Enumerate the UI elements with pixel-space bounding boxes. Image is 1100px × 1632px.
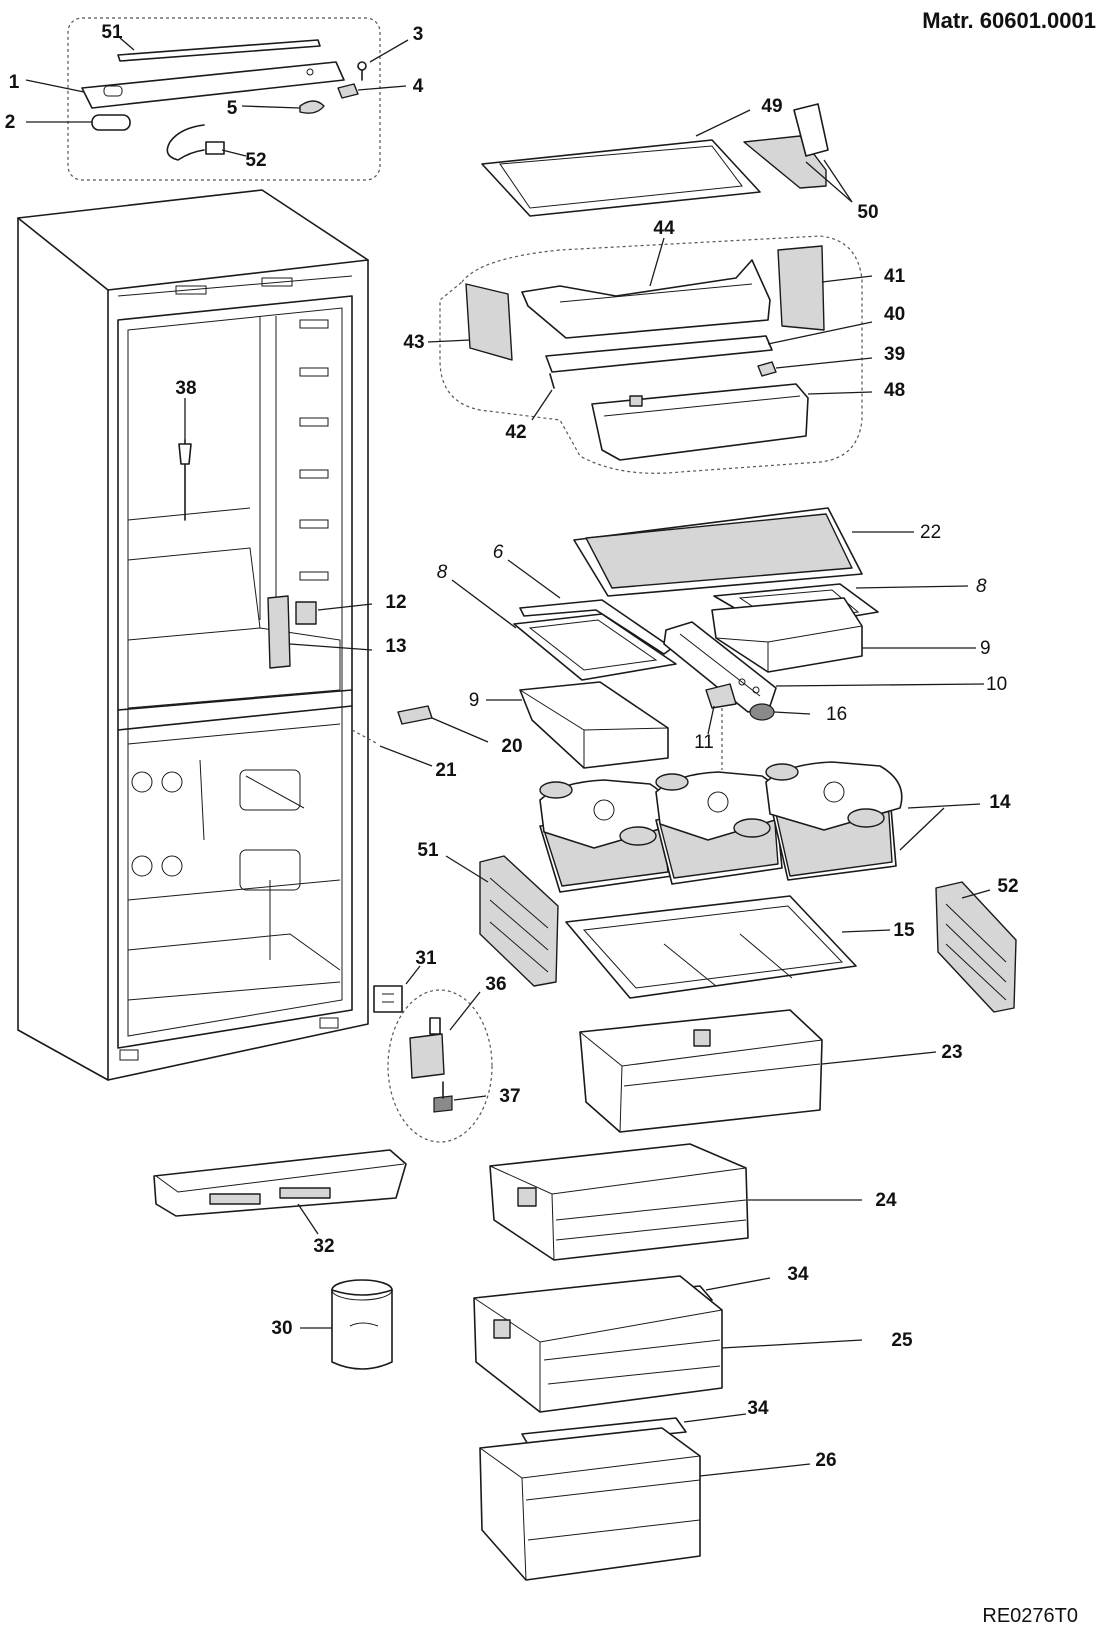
callout-1: 1 [9, 72, 20, 93]
basket-26: 34 26 [479, 1398, 837, 1581]
part-48-bin [591, 383, 809, 461]
part-42-pin [549, 373, 555, 389]
part-38-probe [178, 439, 192, 521]
part-31-plate [373, 985, 403, 1013]
basket-24: 24 [489, 1143, 897, 1261]
part-15-tray [565, 895, 857, 999]
callout-14: 14 [989, 792, 1011, 813]
part-14-container-3 [765, 761, 903, 881]
glass-shelf-group: 22 6 8 8 9 9 10 [437, 507, 1007, 770]
callout-8-right: 8 [976, 576, 987, 597]
callout-16: 16 [826, 704, 847, 725]
lamp-assembly-group: 51 1 2 3 4 5 52 [5, 17, 424, 181]
part-40-strip [545, 335, 773, 373]
callout-43: 43 [403, 332, 424, 353]
part-16-knob [749, 703, 775, 721]
small-parts-group: 31 36 37 [373, 948, 521, 1143]
part-36-bracket [409, 1033, 445, 1079]
callout-34-top: 34 [787, 1264, 809, 1285]
part-14-container-2 [655, 771, 784, 885]
part-11-housing [705, 683, 737, 709]
callout-30: 30 [271, 1318, 292, 1339]
drawing-number: Matr. 60601.0001 [922, 8, 1096, 33]
part-52-wire [166, 124, 205, 161]
callout-23: 23 [941, 1042, 962, 1063]
part-13-filter [267, 595, 291, 669]
callout-38: 38 [175, 378, 196, 399]
part-6-gasket [519, 599, 673, 655]
part-14-container-1 [539, 779, 673, 893]
part-8-frame-left [513, 613, 677, 681]
part-12-cover [295, 601, 317, 625]
part-9-tray-left [519, 681, 669, 769]
callout-11: 11 [694, 732, 714, 753]
callout-21: 21 [435, 760, 457, 781]
callout-9-left: 9 [469, 690, 480, 711]
callout-24: 24 [875, 1190, 897, 1211]
callout-26: 26 [815, 1450, 836, 1471]
part-32-handle: 32 [153, 1149, 407, 1257]
part-44-tray [521, 259, 771, 339]
callout-25: 25 [891, 1330, 913, 1351]
part-37-nut [433, 1095, 453, 1113]
callout-34-bottom: 34 [747, 1398, 769, 1419]
cabinet: 38 12 13 [17, 189, 407, 1081]
callout-51-rail: 51 [417, 840, 439, 861]
part-3-screw [357, 61, 367, 81]
callout-8-left: 8 [437, 562, 448, 583]
callout-39: 39 [884, 344, 905, 365]
callout-52: 52 [245, 150, 266, 171]
part-1-lamp-cover [81, 61, 345, 109]
drawer-23: 23 [579, 1009, 963, 1133]
drawing-code: RE0276T0 [982, 1605, 1078, 1627]
callout-20: 20 [501, 736, 522, 757]
basket-25: 34 25 [473, 1264, 913, 1413]
callout-6: 6 [493, 542, 504, 563]
part-52-rail [935, 881, 1017, 1013]
part-5-socket [299, 100, 325, 114]
callout-42: 42 [505, 422, 526, 443]
callout-3: 3 [413, 24, 424, 45]
hinge-parts: 20 21 [351, 705, 523, 781]
callout-12: 12 [385, 592, 406, 613]
part-49-shelf [481, 139, 761, 217]
door-shelf-group: 44 41 43 40 39 42 48 [403, 218, 906, 474]
part-41-bracket [777, 245, 825, 331]
containers-group: 14 [539, 761, 1011, 893]
callout-37: 37 [499, 1086, 520, 1107]
callout-10: 10 [986, 674, 1007, 695]
part-51-strip [117, 39, 321, 62]
callout-50: 50 [857, 202, 878, 223]
part-39-clip [757, 361, 777, 377]
callout-5: 5 [227, 98, 238, 119]
callout-2: 2 [5, 112, 16, 133]
callout-32: 32 [313, 1236, 334, 1257]
part-43-bracket [465, 283, 513, 361]
part-51-rail [479, 855, 559, 987]
callout-4: 4 [413, 76, 424, 97]
part-20-hinge [397, 705, 433, 725]
callout-13: 13 [385, 636, 406, 657]
callout-40: 40 [884, 304, 905, 325]
callout-49: 49 [761, 96, 782, 117]
callout-44: 44 [653, 218, 675, 239]
callout-36: 36 [485, 974, 506, 995]
callout-31: 31 [415, 948, 437, 969]
callout-41: 41 [884, 266, 906, 287]
part-2-lens [91, 114, 131, 131]
callout-15: 15 [893, 920, 915, 941]
callout-9-right: 9 [980, 638, 991, 659]
part-30-canister: 30 [271, 1279, 393, 1370]
callout-22: 22 [920, 522, 941, 543]
callout-48: 48 [884, 380, 905, 401]
freezer-rails-group: 51 52 15 [417, 840, 1019, 1013]
top-shelf-group: 49 50 [481, 96, 879, 223]
callout-52-rail: 52 [997, 876, 1018, 897]
callout-51: 51 [101, 22, 123, 43]
part-4-clip [337, 83, 359, 99]
